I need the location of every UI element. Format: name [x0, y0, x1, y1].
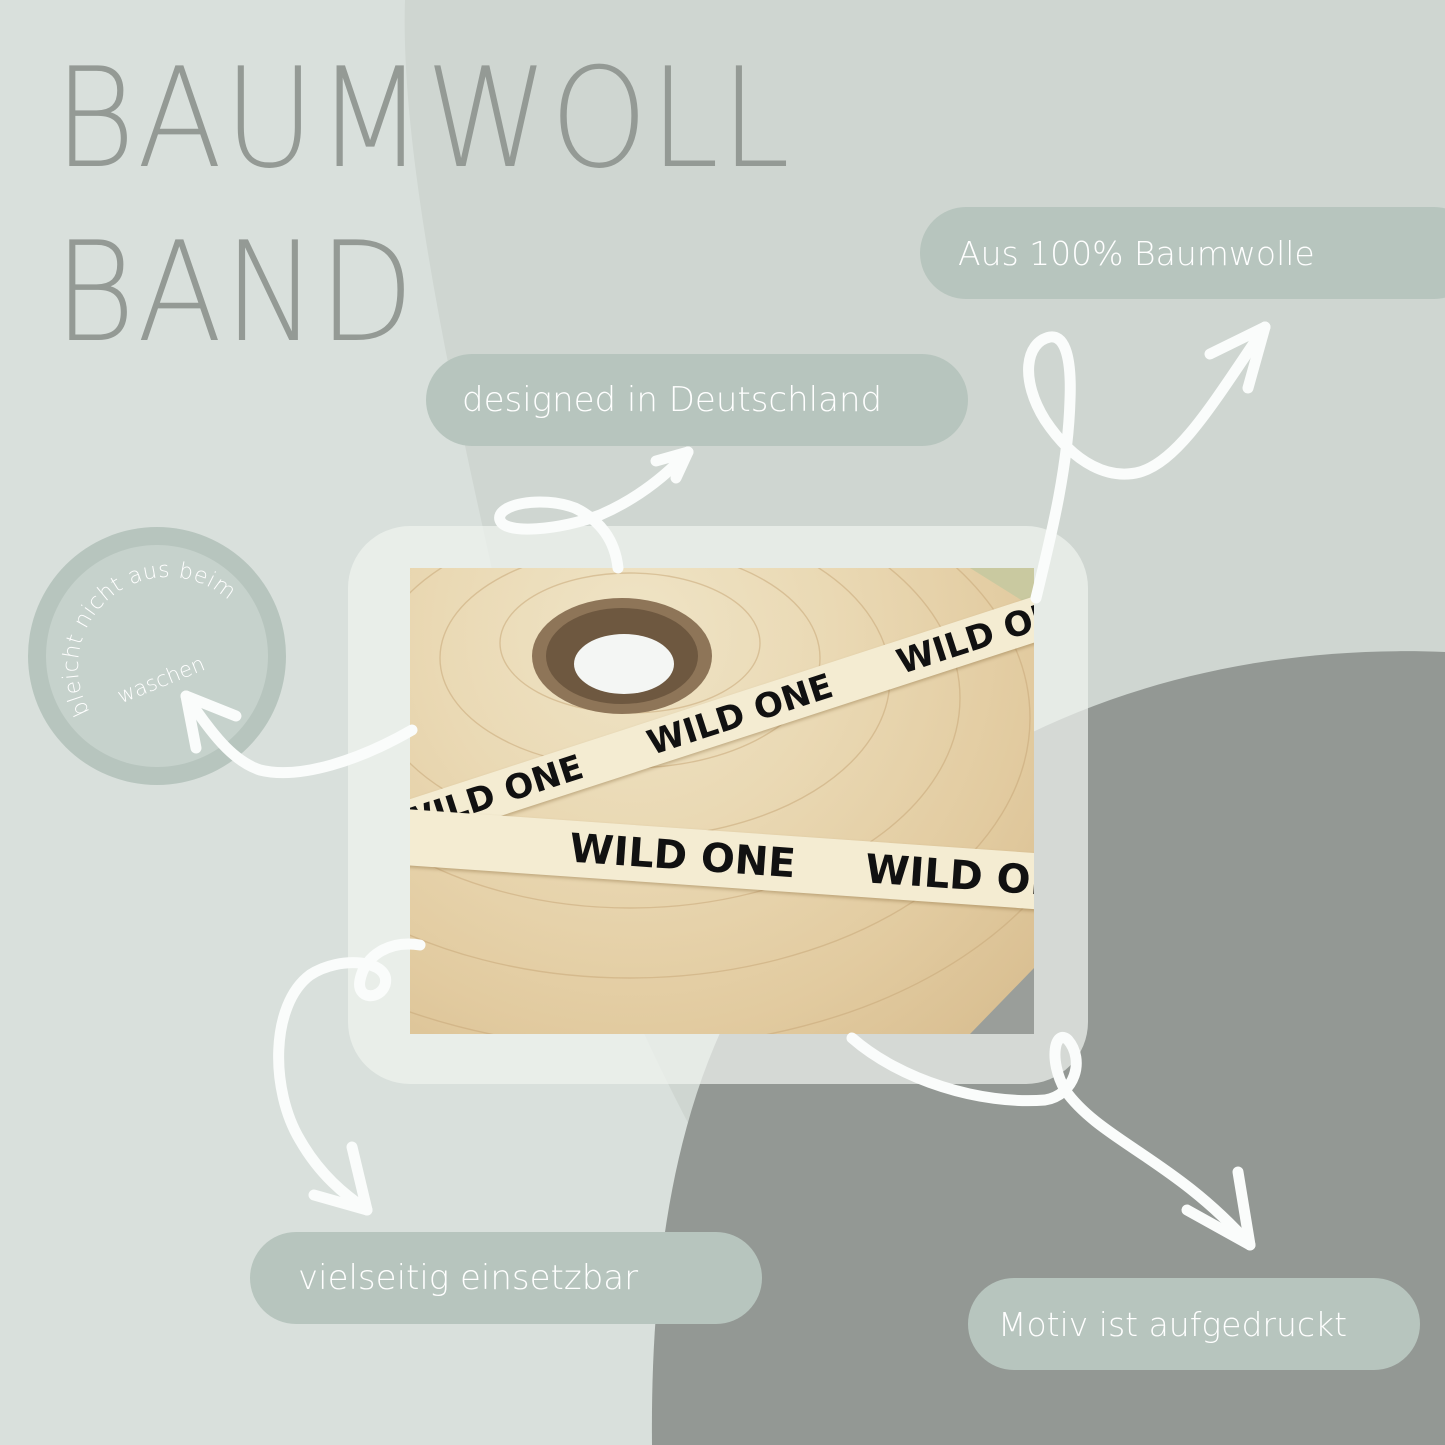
arrow-to-designed-icon [494, 446, 694, 574]
feature-pill-cotton: Aus 100% Baumwolle [920, 207, 1445, 299]
feature-pill-versatile: vielseitig einsetzbar [250, 1232, 762, 1324]
arrow-to-cotton-icon [1023, 321, 1271, 604]
feature-pill-designed: designed in Deutschland [426, 354, 968, 446]
page-title-line-1: BAUMWOLL [54, 38, 792, 199]
arrow-to-badge-icon [180, 690, 418, 779]
product-photo: WILD ONE WILD ONE WILD ONE WILD ONE WILD… [410, 568, 1034, 1034]
colorfast-badge: bleicht nicht aus beim waschen [28, 527, 286, 785]
page-title-line-2: BAND [54, 212, 417, 373]
arrow-to-printed-icon [846, 1032, 1256, 1251]
arrow-to-versatile-icon [273, 938, 426, 1216]
feature-pill-printed: Motiv ist aufgedruckt [968, 1278, 1420, 1370]
